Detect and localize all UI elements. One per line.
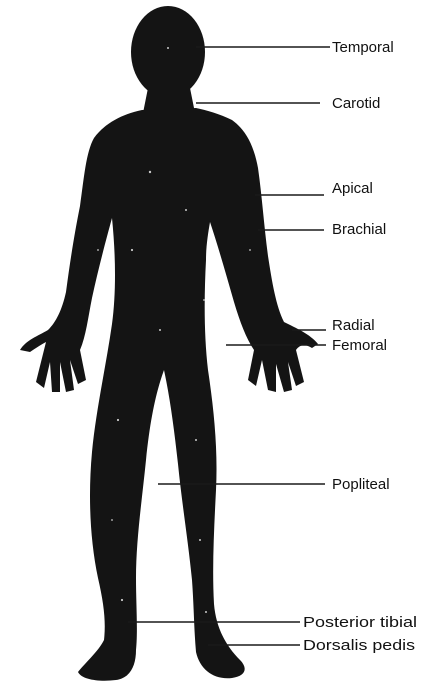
label-temporal: Temporal: [332, 39, 394, 56]
label-dorsalis-pedis: Dorsalis pedis: [303, 637, 415, 654]
label-posterior-tibial: Posterior tibial: [303, 614, 417, 631]
label-carotid: Carotid: [332, 95, 380, 112]
label-radial: Radial: [332, 317, 375, 334]
label-femoral: Femoral: [332, 337, 387, 354]
figure-head: [131, 6, 205, 98]
label-brachial: Brachial: [332, 221, 386, 238]
human-figure-silhouette: [20, 6, 318, 681]
pulse-site-labels: Temporal Carotid Apical Brachial Radial …: [303, 39, 417, 654]
label-apical: Apical: [332, 180, 373, 197]
figure-torso-and-limbs: [20, 108, 318, 681]
label-popliteal: Popliteal: [332, 476, 390, 493]
